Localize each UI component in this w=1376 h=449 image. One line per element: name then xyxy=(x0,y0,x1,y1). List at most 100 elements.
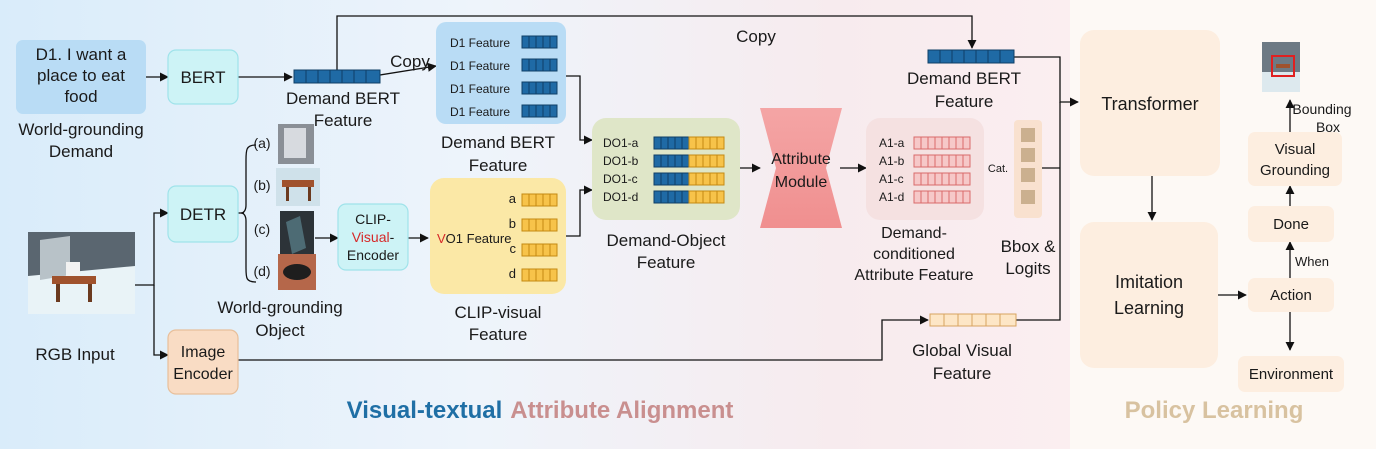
demand-bert-right-caption-line-2: Feature xyxy=(935,92,994,111)
demand-object-blue-cell xyxy=(674,154,683,168)
demand-object-yellow-cell xyxy=(695,136,704,150)
clip-feature-cell xyxy=(542,268,551,282)
object-letter-c: (c) xyxy=(254,221,270,237)
demand-caption-line-2: Demand xyxy=(49,142,113,161)
d1-feature-cell xyxy=(521,35,530,49)
clip-feature-cell xyxy=(528,268,537,282)
demand-bert-token-bar xyxy=(293,69,381,84)
demand-object-blue-cell xyxy=(653,190,662,204)
demand-object-blue-cell xyxy=(660,154,669,168)
attribute-cell xyxy=(934,136,943,150)
action-box xyxy=(1248,278,1334,312)
image-encoder-line-2: Encoder xyxy=(173,366,233,383)
demand-bert-right-caption-line-1: Demand BERT xyxy=(907,69,1021,88)
demand-instruction-line-1: D1. I want a xyxy=(36,45,127,64)
attribute-cell xyxy=(941,190,950,204)
d1-feature-cell xyxy=(542,81,551,95)
demand-object-box xyxy=(592,118,740,220)
d1-feature-cell xyxy=(535,58,544,72)
demand-object-caption-line-2: Feature xyxy=(637,253,696,272)
imitation-box xyxy=(1080,222,1218,368)
d1-feature-row-label: D1 Feature xyxy=(450,36,510,50)
imitation-line-1: Imitation xyxy=(1115,272,1183,292)
attribute-caption-line-3: Attribute Feature xyxy=(854,267,973,284)
attribute-cell xyxy=(948,154,957,168)
demand-object-row-label: DO1-b xyxy=(603,154,639,168)
attribute-cell xyxy=(962,190,971,204)
demand-object-yellow-cell xyxy=(695,190,704,204)
object-caption-line-2: Object xyxy=(255,321,304,340)
attribute-cell xyxy=(920,154,929,168)
copy-label-top: Copy xyxy=(736,27,776,46)
section-title-policy-learning: Policy Learning xyxy=(1125,397,1304,424)
vo-feature-v: V xyxy=(437,231,446,246)
demand-object-yellow-cell xyxy=(702,136,711,150)
demand-object-blue-cell xyxy=(667,154,676,168)
demand-object-yellow-cell xyxy=(688,136,697,150)
clip-feature-cell xyxy=(549,193,558,207)
demand-object-blue-cell xyxy=(681,136,690,150)
d1-feature-cell xyxy=(535,81,544,95)
attribute-caption-line-2: conditioned xyxy=(873,246,955,263)
attribute-cell xyxy=(955,154,964,168)
d1-feature-cell xyxy=(528,81,537,95)
d1-feature-cell xyxy=(549,81,558,95)
clip-feature-box xyxy=(430,178,566,294)
demand-object-blue-cell xyxy=(660,190,669,204)
clip-encoder-line-2: Visual- xyxy=(352,229,395,245)
clip-encoder-visual-word: Visual xyxy=(352,229,390,245)
clip-feature-row-letter: a xyxy=(509,191,517,206)
demand-object-yellow-cell xyxy=(716,136,725,150)
visual-grounding-line-2: Grounding xyxy=(1260,162,1330,179)
demand-object-yellow-cell xyxy=(709,136,718,150)
demand-instruction-line-2: place to eat xyxy=(37,66,125,85)
bounding-box-line-1: Bounding xyxy=(1292,101,1351,117)
d1-feature-cell xyxy=(549,58,558,72)
d1-feature-cell xyxy=(542,104,551,118)
clip-encoder-line-3: Encoder xyxy=(347,247,399,263)
attribute-module-shape xyxy=(760,108,842,228)
bbox-logits-caption-line-2: Logits xyxy=(1005,259,1050,278)
clip-feature-row-letter: c xyxy=(510,241,517,256)
bbox-logits-caption-line-1: Bbox & xyxy=(1001,237,1056,256)
section-title-visual-textual: Visual-textual xyxy=(347,397,503,424)
connector-lines xyxy=(135,15,1295,361)
d1-feature-row-label: D1 Feature xyxy=(450,105,510,119)
object-letter-a: (a) xyxy=(253,135,270,151)
clip-feature-row-letter: d xyxy=(509,266,516,281)
d1-feature-cell xyxy=(528,104,537,118)
d1-feature-cell xyxy=(535,35,544,49)
detr-box xyxy=(167,185,239,243)
detr-label: DETR xyxy=(180,205,226,224)
environment-box xyxy=(1238,356,1344,392)
bert-box xyxy=(167,49,239,105)
demand-object-blue-cell xyxy=(660,172,669,186)
demand-object-blue-cell xyxy=(681,172,690,186)
clip-feature-cell xyxy=(521,243,530,257)
attribute-cell xyxy=(941,136,950,150)
vo-feature-label: VO1 Feature xyxy=(437,231,511,246)
object-crop-c xyxy=(280,211,314,261)
demand-bert-feature-caption-line-2: Feature xyxy=(314,111,373,130)
object-letter-d: (d) xyxy=(253,263,270,279)
attribute-cell xyxy=(913,190,922,204)
attribute-cell xyxy=(934,190,943,204)
d1-feature-cell xyxy=(521,104,530,118)
attribute-cell xyxy=(941,154,950,168)
attribute-cell xyxy=(920,136,929,150)
demand-object-blue-cell xyxy=(667,136,676,150)
demand-object-caption-line-1: Demand-Object xyxy=(606,231,725,250)
demand-object-blue-cell xyxy=(653,154,662,168)
attribute-row-label: A1-d xyxy=(879,190,904,204)
clip-feature-cell xyxy=(549,218,558,232)
d1-feature-cell xyxy=(521,58,530,72)
object-crop-d xyxy=(278,254,316,290)
demand-object-blue-cell xyxy=(674,136,683,150)
demand-instruction-line-3: food xyxy=(64,87,97,106)
bert-label: BERT xyxy=(180,68,225,87)
image-encoder-line-1: Image xyxy=(181,344,226,361)
attribute-cell xyxy=(962,154,971,168)
clip-feature-cell xyxy=(549,243,558,257)
